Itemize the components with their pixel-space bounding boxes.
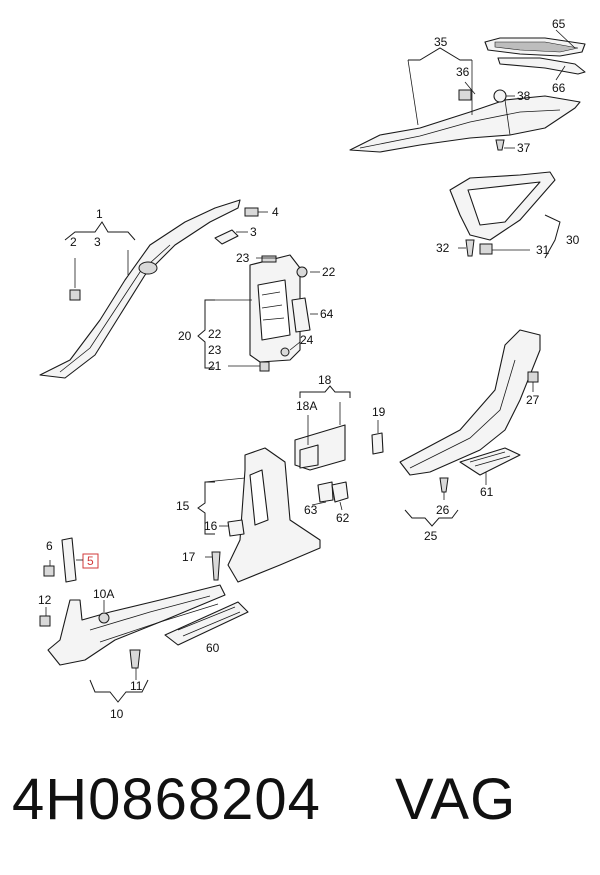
label-10a: 10A <box>93 587 114 601</box>
roof-trim-assembly <box>349 29 586 153</box>
label-25: 25 <box>424 529 438 543</box>
label-66: 66 <box>552 81 566 95</box>
label-24: 24 <box>300 333 314 347</box>
label-65: 65 <box>552 17 566 31</box>
label-20: 20 <box>178 329 192 343</box>
label-60: 60 <box>206 641 220 655</box>
label-23-a: 23 <box>208 343 222 357</box>
clip-62 <box>331 481 349 503</box>
label-12: 12 <box>38 593 52 607</box>
highlight-box-5 <box>82 553 99 569</box>
label-23: 23 <box>236 251 250 265</box>
screw-11 <box>129 649 141 669</box>
step-pad-60 <box>164 601 249 646</box>
roof-trim-strip <box>349 95 581 153</box>
front-sill-trim <box>39 537 249 703</box>
label-38: 38 <box>517 89 531 103</box>
screw-37 <box>495 139 505 151</box>
label-22: 22 <box>322 265 336 279</box>
label-4: 4 <box>272 205 279 219</box>
screw-24 <box>280 347 290 357</box>
label-27: 27 <box>526 393 540 407</box>
clip-16 <box>227 519 245 537</box>
clip-12 <box>39 615 51 627</box>
screw-4 <box>244 207 259 217</box>
label-3-a: 3 <box>94 235 101 249</box>
clip-6 <box>43 565 55 577</box>
clip-27 <box>527 371 539 383</box>
clip-21 <box>259 361 270 372</box>
clip-3 <box>214 229 239 245</box>
label-22-a: 22 <box>208 327 222 341</box>
a-pillar-panel <box>39 199 241 379</box>
label-15: 15 <box>176 499 190 513</box>
label-2: 2 <box>70 235 77 249</box>
part-labels: 65 35 36 66 38 37 1 4 3 2 3 32 30 31 23 … <box>38 17 580 721</box>
clip-36 <box>458 89 472 101</box>
label-18: 18 <box>318 373 332 387</box>
label-16: 16 <box>204 519 218 533</box>
trim-strip-5 <box>61 537 77 583</box>
quarter-window-trim <box>449 171 561 259</box>
label-61: 61 <box>480 485 494 499</box>
screw-17 <box>211 551 221 581</box>
label-31: 31 <box>536 243 550 257</box>
front-sill-panel <box>47 584 226 666</box>
clip-31 <box>479 243 493 255</box>
a-pillar-trim <box>39 199 268 379</box>
screw-10a <box>98 612 110 624</box>
clip-63 <box>317 481 334 503</box>
label-1: 1 <box>96 207 103 221</box>
clip-22 <box>296 266 308 278</box>
label-26: 26 <box>436 503 450 517</box>
label-5: 5 <box>87 554 94 568</box>
brand-caption: VAG <box>395 767 517 832</box>
label-21: 21 <box>208 359 222 373</box>
trim-piece-66 <box>497 57 586 75</box>
label-6: 6 <box>46 539 53 553</box>
rear-sill-trim <box>399 329 541 527</box>
label-10: 10 <box>110 707 124 721</box>
screw-26 <box>439 477 449 493</box>
b-pillar-lower-trim <box>197 385 384 583</box>
label-19: 19 <box>372 405 386 419</box>
label-30: 30 <box>566 233 580 247</box>
label-3: 3 <box>250 225 257 239</box>
label-37: 37 <box>517 141 531 155</box>
label-17: 17 <box>182 550 196 564</box>
label-62: 62 <box>336 511 350 525</box>
screw-32 <box>465 239 475 257</box>
label-36: 36 <box>456 65 470 79</box>
screw-23 <box>261 255 277 263</box>
label-18a: 18A <box>296 399 317 413</box>
label-63: 63 <box>304 503 318 517</box>
label-64: 64 <box>320 307 334 321</box>
clip-19 <box>371 432 384 455</box>
b-pillar-upper-trim <box>197 254 320 372</box>
part-number-caption: 4H0868204 <box>12 767 321 832</box>
label-35: 35 <box>434 35 448 49</box>
rear-sill-panel <box>399 329 541 476</box>
clip-64 <box>291 297 311 333</box>
label-11: 11 <box>130 679 143 693</box>
label-32: 32 <box>436 241 450 255</box>
clip-18a <box>299 444 319 469</box>
clip-38 <box>493 89 507 103</box>
clip-2 <box>69 289 81 301</box>
